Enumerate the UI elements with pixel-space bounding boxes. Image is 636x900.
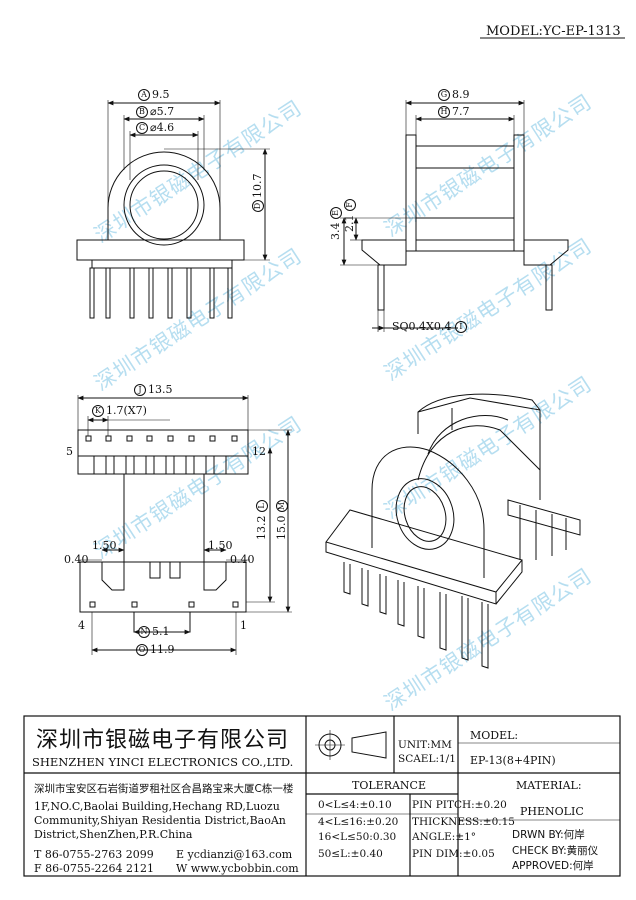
tol-left-0: 0<L≤4:±0.10 xyxy=(318,799,392,811)
pin-label-12: 12 xyxy=(252,445,266,458)
tol-right-0: PIN PITCH:±0.20 xyxy=(412,799,507,811)
isometric-view xyxy=(325,393,581,669)
material-value: PHENOLIC xyxy=(520,805,584,818)
dim-m-label: 15.0 M xyxy=(275,500,288,540)
company-name-en: SHENZHEN YINCI ELECTRONICS CO.,LTD. xyxy=(32,755,294,769)
tel-text: T 86-0755-2763 2099 xyxy=(34,848,154,861)
front-pins xyxy=(89,267,233,319)
scale-text: SCAEL:1/1 xyxy=(398,753,456,765)
pin-label-5: 5 xyxy=(66,445,73,458)
email-text: E ycdianzi@163.com xyxy=(176,848,293,861)
model-value: EP-13(8+4PIN) xyxy=(470,754,556,767)
front-view xyxy=(76,100,270,319)
address-en-1: 1F,NO.C,Baolai Building,Hechang RD,Luozu xyxy=(34,800,280,813)
tol-left-1: 4<L≤16:±0.20 xyxy=(318,816,399,828)
unit-text: UNIT:MM xyxy=(398,739,452,751)
dim-left-150: 1.50 xyxy=(92,539,117,552)
model-header: MODEL:YC-EP-1313 xyxy=(486,24,621,39)
bottom-view xyxy=(77,395,292,655)
dim-e-label: 3.4 E xyxy=(329,205,342,240)
dim-b-label: B⌀5.7 xyxy=(136,106,174,118)
tol-left-3: 50≤L:±0.40 xyxy=(318,848,383,860)
side-view xyxy=(340,100,569,332)
side-core xyxy=(415,145,515,241)
address-en-2: Community,Shiyan Residentia District,Bao… xyxy=(34,814,286,827)
dim-i-label: SQ0.4X0.4 I xyxy=(392,321,469,333)
dim-f-label: 2.1 F xyxy=(343,197,356,232)
pin-label-4: 4 xyxy=(78,619,85,632)
tol-right-1: THICKNESS:±0.15 xyxy=(412,816,515,828)
front-bore-c xyxy=(129,170,199,240)
tolerance-title: TOLERANCE xyxy=(352,779,426,792)
front-ring-outer xyxy=(107,151,221,240)
dim-right-150: 1.50 xyxy=(208,539,233,552)
dim-left-040: 0.40 xyxy=(64,553,89,566)
approved-by: APPROVED:何岸 xyxy=(512,860,594,872)
dim-d-label: D10.7 xyxy=(251,174,264,212)
dim-l-label: 13.2 L xyxy=(255,498,268,540)
material-label: MATERIAL: xyxy=(516,779,582,792)
front-bore-b xyxy=(123,164,205,246)
tol-left-2: 16<L≤50:0.30 xyxy=(318,831,397,843)
check-by: CHECK BY:黄丽仪 xyxy=(512,845,599,857)
dim-right-040: 0.40 xyxy=(230,553,255,566)
front-base xyxy=(76,239,245,261)
dim-c-label: C⌀4.6 xyxy=(136,122,174,134)
drawn-by: DRWN BY:何岸 xyxy=(512,829,585,841)
address-cn: 深圳市宝安区石岩街道罗租社区合昌路宝来大厦C栋一楼 xyxy=(34,783,294,795)
pin-label-1: 1 xyxy=(240,619,247,632)
address-en-3: District,ShenZhen,P.R.China xyxy=(34,828,193,841)
tol-right-3: PIN DIM:±0.05 xyxy=(412,848,495,860)
title-block xyxy=(23,715,621,877)
fax-text: F 86-0755-2264 2121 xyxy=(34,862,155,875)
web-text: W www.ycbobbin.com xyxy=(176,862,299,875)
company-name-cn: 深圳市银磁电子有限公司 xyxy=(36,728,290,753)
tol-right-2: ANGLE:±1° xyxy=(412,831,477,843)
model-label: MODEL: xyxy=(470,729,519,742)
